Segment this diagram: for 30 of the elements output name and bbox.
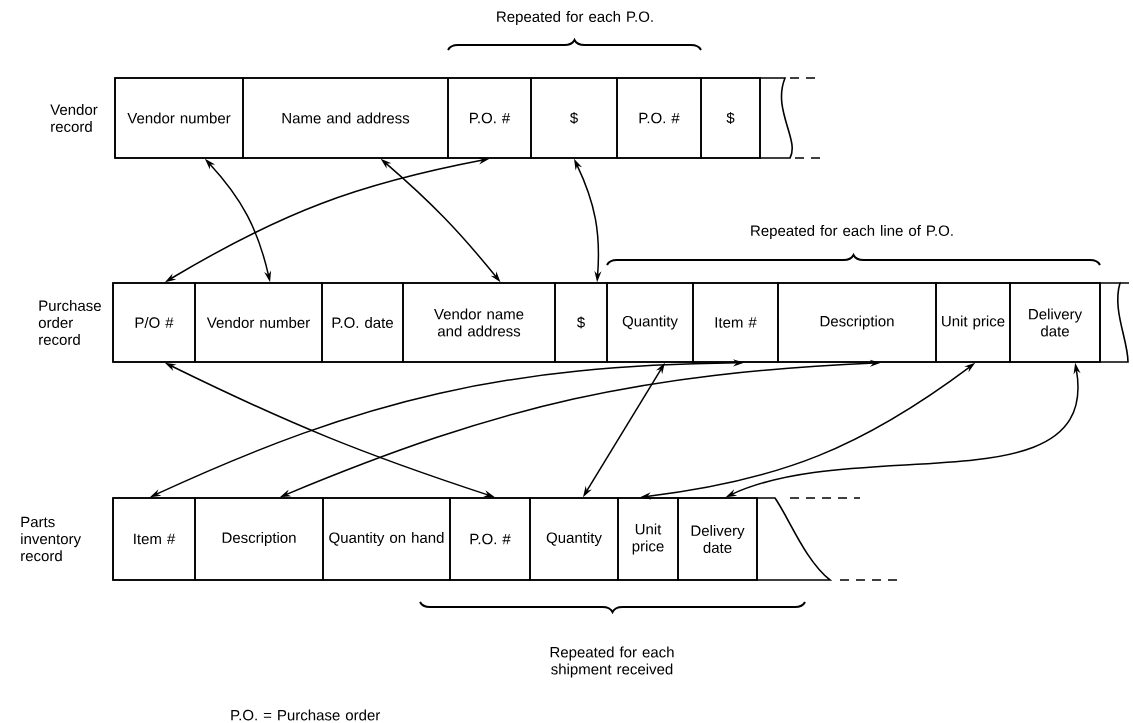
field-cell: Delivery date: [677, 497, 758, 581]
field-cell: Vendor number: [194, 282, 323, 363]
field-cell: Delivery date: [1009, 282, 1101, 363]
field-cell: Item #: [692, 282, 779, 363]
field-cell: Description: [777, 282, 937, 363]
field-cell: Vendor name and address: [402, 282, 556, 363]
field-cell: Unit price: [935, 282, 1011, 363]
field-cell: P.O. #: [616, 77, 702, 159]
field-cell: Quantity: [606, 282, 694, 363]
field-cell: Quantity: [529, 497, 619, 581]
note-text: Repeated for each shipment received: [550, 646, 674, 678]
note-text: P.O. = Purchase order: [231, 709, 381, 721]
field-cell: $: [700, 77, 761, 159]
note-text: Repeated for each P.O.: [497, 11, 653, 25]
field-cell: Name and address: [242, 77, 449, 159]
field-cell: $: [530, 77, 618, 159]
record-label: Parts inventory record: [21, 516, 82, 562]
record-label: Purchase order record: [38, 300, 101, 345]
field-cell: Description: [194, 497, 324, 581]
field-cell: Vendor number: [114, 77, 244, 159]
field-cell: Unit price: [617, 497, 679, 581]
field-cell: P/O #: [112, 282, 196, 363]
field-cell: Quantity on hand: [322, 497, 451, 581]
note-text: Repeated for each line of P.O.: [751, 225, 953, 239]
field-cell: P.O. #: [447, 77, 532, 159]
field-cell: P.O. #: [449, 497, 531, 581]
field-cell: $: [554, 282, 608, 363]
field-cell: P.O. date: [321, 282, 404, 363]
record-label: Vendor record: [50, 104, 98, 132]
field-cell: Item #: [112, 497, 196, 581]
